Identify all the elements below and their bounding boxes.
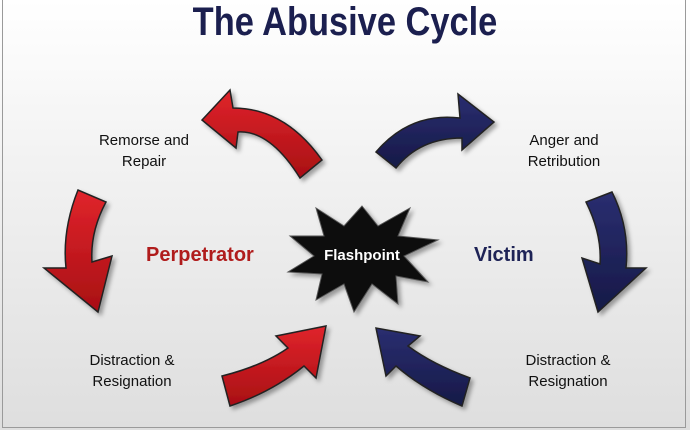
role-victim: Victim — [474, 244, 534, 266]
arrow-anger-top — [374, 92, 496, 170]
arrow-bottom-right — [375, 327, 471, 408]
flashpoint-starburst — [286, 205, 440, 314]
flashpoint-label: Flashpoint — [324, 247, 400, 264]
label-anger-retribution: Anger and Retribution — [527, 132, 601, 170]
arrow-remorse-top — [200, 88, 324, 180]
page-title: The Abusive Cycle — [192, 0, 498, 44]
arrow-right-down — [580, 191, 648, 314]
arrow-bottom-left — [221, 325, 327, 407]
label-remorse-repair: Remorse and Repair — [98, 132, 190, 170]
label-distraction-right: Distraction & Resignation — [525, 352, 611, 390]
arrow-left-down — [41, 189, 114, 314]
role-perpetrator: Perpetrator — [146, 244, 254, 266]
label-distraction-left: Distraction & Resignation — [89, 352, 175, 390]
